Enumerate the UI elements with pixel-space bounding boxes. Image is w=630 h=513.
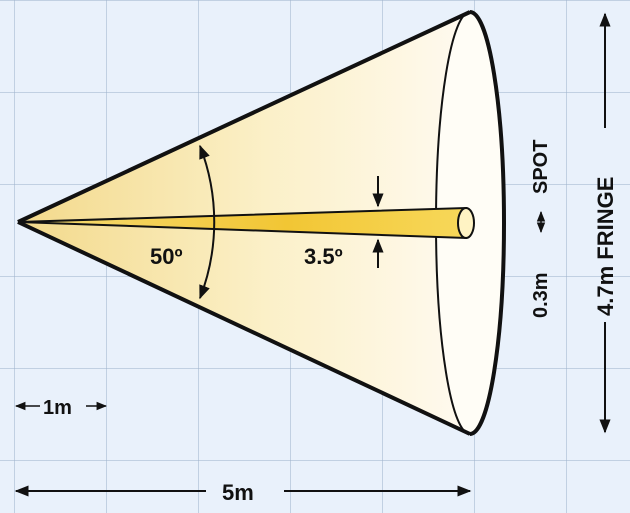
cone-top-edge (17, 10, 471, 224)
narrow-angle-label: 3.5º (304, 244, 343, 269)
cone-bottom-edge (17, 220, 471, 436)
wide-angle-label: 50º (150, 244, 183, 269)
fringe-label: 4.7m FRINGE (593, 177, 618, 316)
scale-label: 1m (43, 397, 72, 419)
distance-label: 5m (222, 480, 254, 505)
wide-angle-arc (199, 144, 216, 300)
spot-label: SPOT (530, 140, 552, 194)
cone-front-rim (469, 10, 506, 436)
spot-diameter-label: 0.3m (530, 272, 552, 318)
spot-end-ellipse (457, 207, 475, 239)
